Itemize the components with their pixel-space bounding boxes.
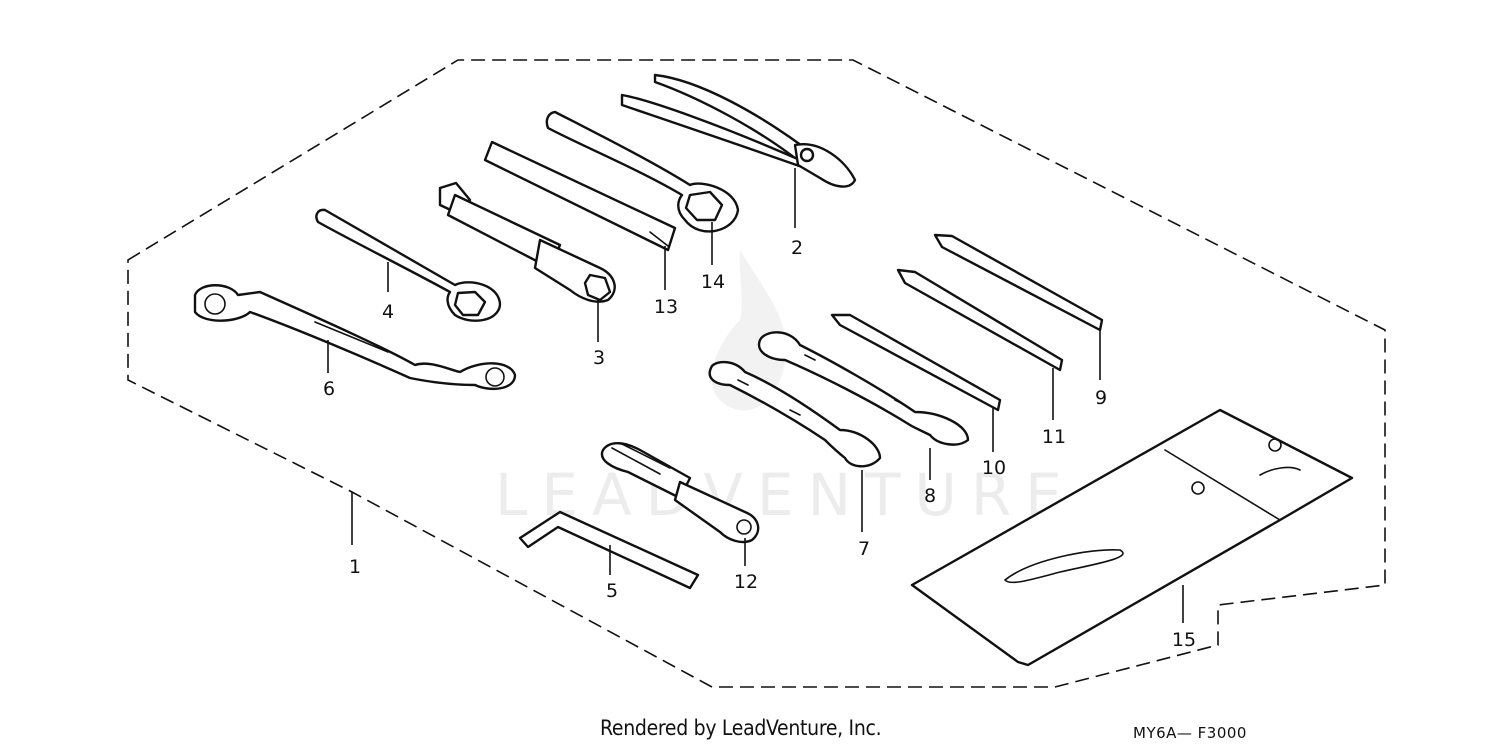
diagram-code: MY6A— F3000 [1133, 724, 1247, 742]
callout-14: 14 [701, 271, 725, 293]
callout-11: 11 [1042, 426, 1066, 448]
callout-8: 8 [924, 485, 936, 507]
box-wrench-icon [545, 110, 740, 233]
callout-9: 9 [1095, 387, 1107, 409]
callout-6: 6 [323, 378, 335, 400]
open-wrench-large-icon [757, 331, 970, 446]
callout-13: 13 [654, 296, 678, 318]
callout-labels: 1 2 3 4 5 6 7 8 9 10 11 12 13 14 15 [323, 237, 1196, 651]
callout-1: 1 [349, 556, 361, 578]
callout-15: 15 [1172, 629, 1196, 651]
open-wrench-small-icon [708, 360, 882, 468]
leader-lines [327, 168, 1184, 623]
callout-7: 7 [858, 538, 870, 560]
render-credit: Rendered by LeadVenture, Inc. [600, 716, 882, 740]
offset-box-wrench-icon [193, 284, 517, 391]
watermark-text: LEADVENTURE [495, 461, 1076, 529]
hex-key-icon [518, 510, 700, 590]
screwdriver-flat-icon [896, 268, 1064, 372]
screwdriver-handle-icon [600, 442, 760, 544]
tool-bag-icon [910, 408, 1354, 667]
callout-2: 2 [791, 237, 803, 259]
pliers-icon [620, 73, 857, 188]
handle-bar-icon [483, 140, 677, 252]
socket-wrench-icon [438, 181, 616, 303]
callout-12: 12 [734, 571, 758, 593]
ring-spanner-icon [315, 208, 502, 322]
group-outline [127, 59, 1386, 688]
screwdriver-phillips-icon [933, 233, 1104, 332]
callout-10: 10 [982, 457, 1006, 479]
screwdriver-bit-icon [830, 313, 1002, 412]
callout-5: 5 [606, 580, 618, 602]
callout-3: 3 [593, 347, 605, 369]
callout-4: 4 [382, 301, 394, 323]
